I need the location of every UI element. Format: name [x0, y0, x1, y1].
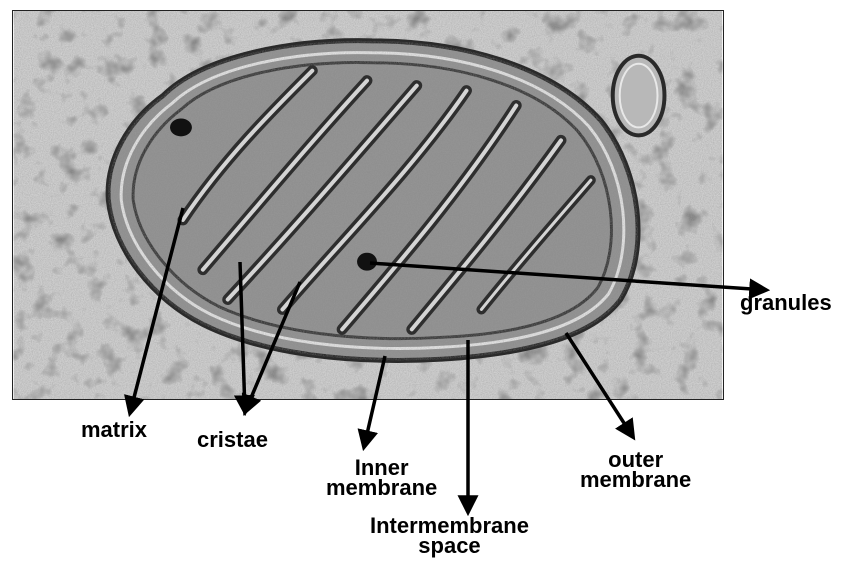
granules-arrow — [370, 263, 766, 290]
intermembrane-space-line-2: space — [370, 536, 529, 556]
inner-membrane-line-2: membrane — [326, 478, 437, 498]
granules-label: granules — [740, 293, 832, 313]
outer-membrane-line-2: membrane — [580, 470, 691, 490]
cristae-arrow-left — [240, 262, 245, 412]
inner-membrane-label: Inner membrane — [326, 458, 437, 498]
outer-membrane-arrow — [566, 333, 633, 437]
matrix-arrow — [130, 208, 183, 413]
intermembrane-space-label: Intermembrane space — [370, 516, 529, 556]
matrix-label: matrix — [81, 420, 147, 440]
cristae-arrow-right — [245, 282, 300, 412]
cristae-label: cristae — [197, 430, 268, 450]
outer-membrane-label: outer membrane — [580, 450, 691, 490]
inner-membrane-arrow — [364, 356, 385, 447]
